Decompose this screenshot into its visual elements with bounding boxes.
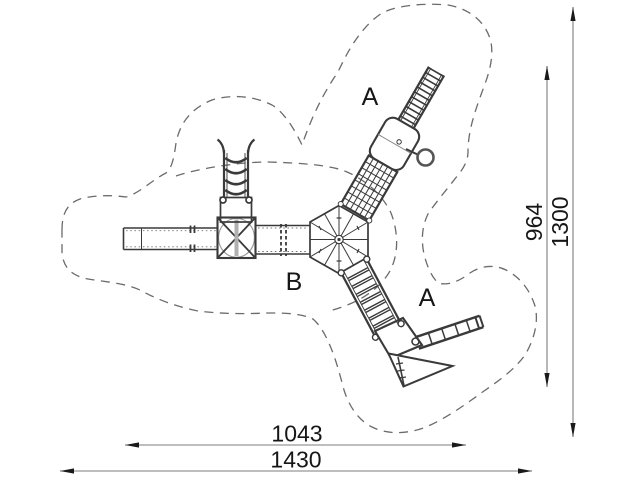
upper-right-arm [337, 66, 446, 224]
arrow-right-icon [452, 442, 466, 448]
safety-zone-inner-boundary [175, 161, 398, 312]
dimension-height-inner: 964 [521, 66, 550, 387]
arrow-left-icon [125, 442, 139, 448]
arrow-left-icon [60, 468, 74, 474]
slide-joint [411, 337, 420, 346]
lower-platform [373, 316, 424, 360]
arch-climber [216, 138, 256, 198]
lower-right-arm [337, 255, 485, 388]
label-section-a-upper: A [362, 83, 379, 111]
dimension-height-inner-value: 964 [521, 203, 547, 242]
upper-platform [368, 116, 421, 172]
arrow-up-icon [544, 66, 550, 80]
steering-ring [405, 148, 435, 167]
spoke-ticks [318, 217, 360, 262]
access-ladder [397, 66, 446, 129]
square-platform-left [216, 216, 257, 260]
dimension-width-outer: 1430 [60, 447, 532, 474]
label-section-a-lower: A [419, 284, 436, 312]
tunnel-to-hexagon [255, 224, 310, 256]
label-section-b: B [286, 268, 303, 296]
arrow-down-icon [544, 373, 550, 387]
dimension-width-inner: 1043 [125, 421, 466, 448]
arrow-down-icon [570, 423, 576, 437]
dimension-height-outer-value: 1300 [547, 196, 573, 247]
arch-climber-base [219, 196, 253, 223]
slide [414, 314, 485, 350]
arrow-up-icon [570, 7, 576, 21]
safety-zone-outline [61, 3, 538, 434]
dimension-height-outer: 1300 [547, 7, 576, 437]
crawl-tunnel [122, 225, 218, 252]
left-arm [122, 138, 310, 260]
arrow-right-icon [518, 468, 532, 474]
dimension-width-outer-value: 1430 [270, 447, 321, 473]
climbing-net [337, 154, 399, 224]
triangle-ramp [386, 352, 456, 388]
safety-zone-outer-boundary [61, 3, 538, 434]
dimension-width-inner-value: 1043 [271, 421, 322, 447]
